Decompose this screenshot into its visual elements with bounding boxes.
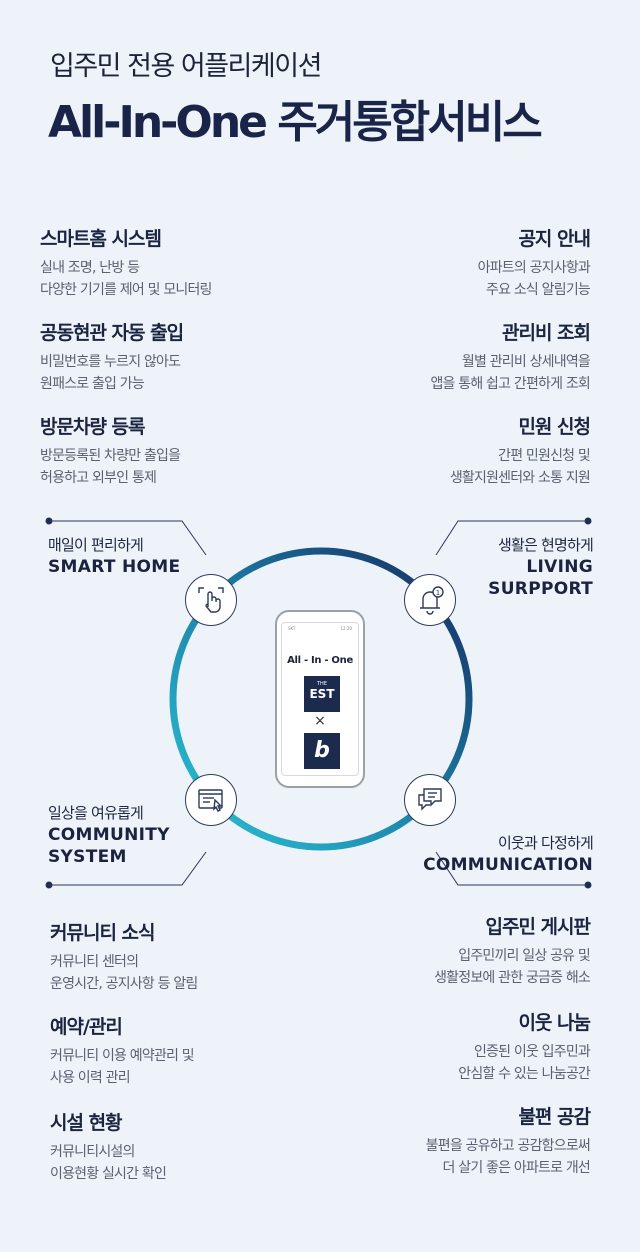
category-en: COMMUNITY — [48, 825, 170, 845]
service-ring — [169, 547, 473, 851]
feature-desc-line: 커뮤니티 이용 예약관리 및 — [50, 1048, 195, 1064]
the-est-logo: THE EST — [304, 676, 340, 712]
category-smart-home: 매일이 편리하게 SMART HOME — [48, 534, 180, 578]
feature-title: 스마트홈 시스템 — [40, 228, 162, 250]
category-en: SURPPORT — [488, 579, 593, 599]
feature-title: 시설 현황 — [50, 1112, 123, 1134]
category-community-system: 일상을 여유롭게 COMMUNITY SYSTEM — [48, 802, 170, 868]
b-logo: b — [304, 733, 340, 769]
service-ring-diagram — [45, 517, 592, 889]
feature-desc-line: 방문등록된 차량만 출입을 — [40, 448, 181, 464]
category-communication: 이웃과 다정하게 COMMUNICATION — [423, 832, 594, 876]
feature-desc-line: 허용하고 외부인 통제 — [40, 470, 157, 486]
category-ko: 생활은 현명하게 — [498, 536, 594, 554]
feature-desc-line: 불편을 공유하고 공감함으로써 — [425, 1138, 591, 1154]
phone-status-bar: SKT 12:30 — [288, 626, 352, 631]
feature-desc-line: 생활지원센터와 소통 지원 — [449, 470, 591, 486]
category-en: SYSTEM — [48, 847, 127, 867]
chat-bubbles-icon — [418, 788, 442, 811]
feature-desc-line: 커뮤니티시설의 — [50, 1144, 135, 1160]
feature-desc-line: 주요 소식 알림기능 — [486, 282, 591, 298]
feature-desc-line: 이용현황 실시간 확인 — [50, 1166, 167, 1182]
browser-window-icon — [198, 789, 223, 812]
feature-title: 공동현관 자동 출입 — [40, 322, 184, 344]
feature-desc-line: 원패스로 출입 가능 — [40, 376, 145, 392]
category-en: LIVING — [526, 557, 593, 577]
feature-desc-line: 커뮤니티 센터의 — [50, 954, 139, 970]
connector-living-support — [435, 517, 592, 556]
feature-desc-line: 아파트의 공지사항과 — [477, 260, 591, 276]
feature-desc-line: 사용 이력 관리 — [50, 1070, 131, 1086]
logo-small-text: THE — [317, 681, 327, 687]
page-subtitle: 입주민 전용 어플리케이션 — [50, 51, 322, 82]
category-ko: 일상을 여유롭게 — [48, 804, 144, 822]
feature-desc-line: 생활정보에 관한 궁금증 해소 — [434, 970, 591, 986]
status-time: 12:30 — [340, 626, 352, 631]
feature-title: 민원 신청 — [518, 416, 591, 438]
category-ko: 이웃과 다정하게 — [498, 834, 594, 852]
feature-title: 방문차량 등록 — [40, 416, 146, 438]
page-title: All-In-One 주거통합서비스 — [48, 97, 543, 148]
living-support-icon-circle: 1 — [404, 574, 456, 626]
phone-mockup: SKT 12:30 All - In - One THE EST × b — [275, 610, 365, 788]
community-icon-circle — [185, 774, 237, 826]
feature-desc-line: 간편 민원신청 및 — [498, 448, 591, 464]
svg-text:1: 1 — [436, 589, 440, 597]
feature-title: 커뮤니티 소식 — [50, 922, 156, 944]
connector-smart-home — [45, 517, 207, 556]
bell-notification-icon: 1 — [420, 586, 444, 615]
feature-desc-line: 운영시간, 공지사항 등 알림 — [50, 976, 198, 992]
feature-desc-line: 비밀번호를 누르지 않아도 — [40, 354, 181, 370]
feature-title: 불편 공감 — [518, 1106, 591, 1128]
connector-community — [45, 851, 207, 889]
feature-desc-line: 안심할 수 있는 나눔공간 — [458, 1066, 591, 1082]
category-en: SMART HOME — [48, 557, 181, 577]
logo-big-text: EST — [309, 687, 335, 701]
feature-desc-line: 실내 조명, 난방 등 — [40, 260, 140, 276]
collab-times-icon: × — [314, 713, 326, 729]
feature-title: 이웃 나눔 — [518, 1012, 591, 1034]
communication-icon-circle — [404, 774, 456, 826]
touch-hand-icon — [198, 587, 224, 613]
app-title: All - In - One — [287, 655, 353, 666]
category-en: COMMUNICATION — [423, 855, 593, 875]
status-carrier: SKT — [288, 626, 296, 631]
phone-screen: SKT 12:30 All - In - One THE EST × b — [281, 622, 359, 776]
feature-title: 관리비 조회 — [501, 322, 591, 344]
feature-desc-line: 다양한 기기를 제어 및 모니터링 — [40, 282, 212, 298]
feature-desc-line: 인증된 이웃 입주민과 — [473, 1044, 591, 1060]
feature-desc-line: 입주민끼리 일상 공유 및 — [458, 948, 591, 964]
feature-title: 예약/관리 — [50, 1016, 123, 1038]
feature-title: 공지 안내 — [518, 228, 591, 250]
feature-title: 입주민 게시판 — [485, 916, 592, 938]
category-living-support: 생활은 현명하게 LIVING SURPPORT — [488, 534, 594, 600]
smart-home-icon-circle — [185, 574, 237, 626]
feature-desc-line: 더 살기 좋은 아파트로 개선 — [442, 1160, 591, 1176]
category-ko: 매일이 편리하게 — [48, 536, 144, 554]
connector-communication — [435, 851, 592, 889]
feature-desc-line: 앱을 통해 쉽고 간편하게 조회 — [430, 376, 590, 392]
feature-desc-line: 월별 관리비 상세내역을 — [461, 354, 591, 370]
